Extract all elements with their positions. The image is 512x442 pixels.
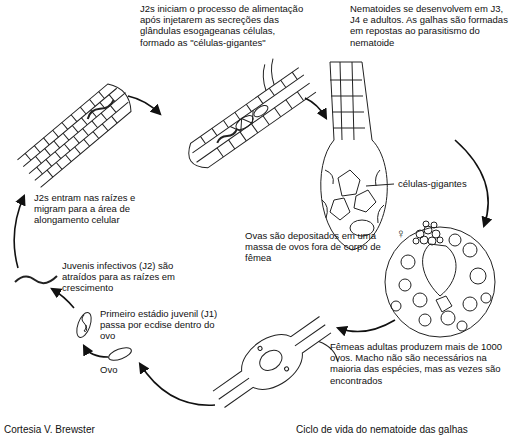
annotation-text: Ovas são depositados em uma massa de ovo… xyxy=(245,230,385,264)
annotation-text: Nematoides se desenvolvem em J3, J4 e ad… xyxy=(350,3,508,48)
annotation-text: Primeiro estádio juvenil (J1) passa por … xyxy=(100,308,222,342)
part-label: Ovo xyxy=(100,364,130,375)
leader-line xyxy=(366,184,394,186)
root-segment xyxy=(170,50,316,174)
root-segment xyxy=(205,305,347,430)
annotation-text: J2s entram nas raízes e migram para a ár… xyxy=(34,192,162,226)
symbol-label: ♀ xyxy=(396,226,410,241)
annotation-text: Juvenis infectivos (J2) são atraídos par… xyxy=(62,260,202,294)
egg-j1 xyxy=(74,311,94,340)
j2-juvenile xyxy=(15,276,57,283)
egg-mass xyxy=(413,221,443,245)
annotation-text: J2s iniciam o processo de alimentação ap… xyxy=(140,3,305,48)
root-gall xyxy=(321,62,388,250)
credit-label: Cortesia V. Brewster xyxy=(4,424,164,436)
part-label: células-gigantes xyxy=(398,178,480,189)
egg xyxy=(107,345,133,363)
root-segment xyxy=(17,79,137,188)
gall-section xyxy=(385,227,495,337)
annotation-text: Fêmeas adultas produzem mais de 1000 ovo… xyxy=(330,341,508,386)
caption: Ciclo de vida do nematoide das galhas xyxy=(296,424,510,436)
